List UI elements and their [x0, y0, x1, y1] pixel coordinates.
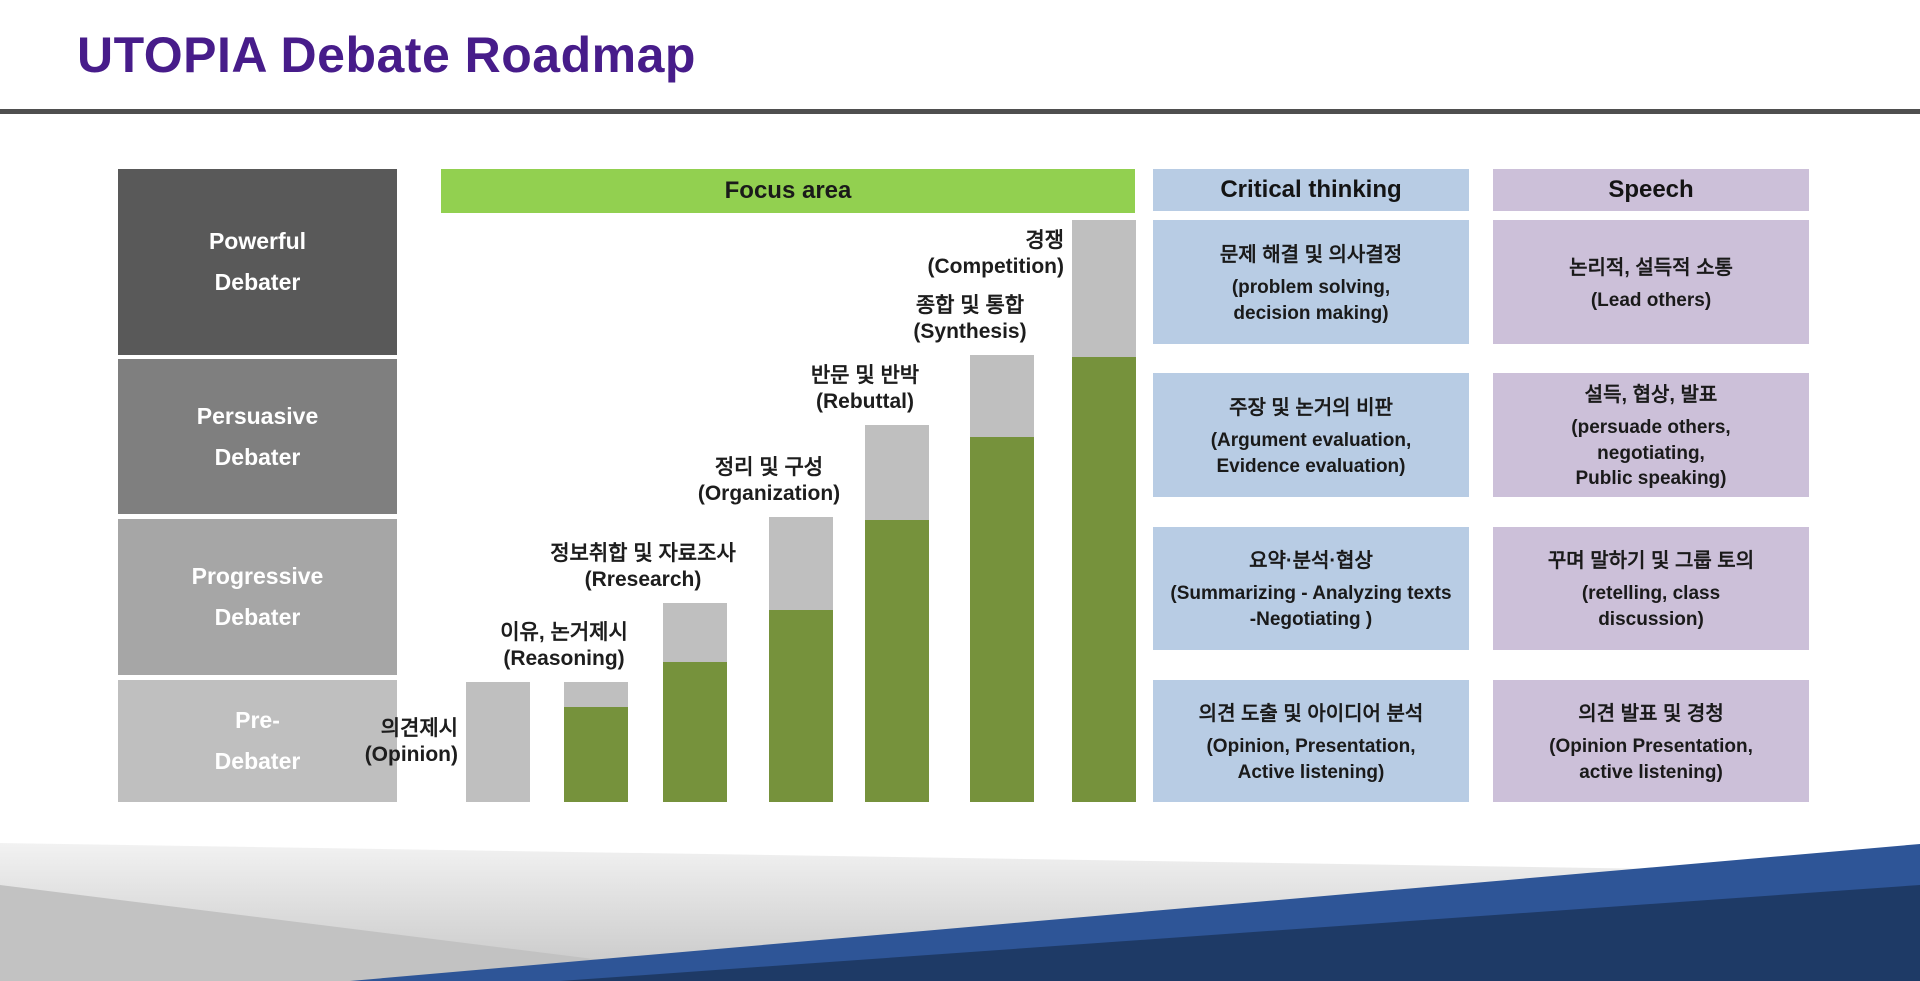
- bar-label-english: (Competition): [927, 255, 1064, 279]
- stage-pre-debater: Pre- Debater: [118, 680, 397, 802]
- focus-bar-fill: [564, 707, 628, 802]
- title-divider: [0, 109, 1920, 114]
- stage-label-line1: Persuasive: [196, 402, 319, 429]
- critical-thinking-box-4: 의견 도출 및 아이디어 분석 (Opinion, Presentation, …: [1153, 680, 1469, 802]
- box-english-text: (Opinion Presentation, active listening): [1549, 735, 1753, 783]
- box-korean-text: 의견 발표 및 경청: [1578, 702, 1724, 725]
- speech-box-1: 논리적, 설득적 소통 (Lead others): [1493, 220, 1809, 344]
- box-korean-text: 주장 및 논거의 비판: [1229, 396, 1393, 419]
- focus-bar-fill: [865, 520, 929, 802]
- stage-label-line1: Powerful: [208, 228, 307, 254]
- bar-label-korean: 경쟁: [1025, 229, 1064, 252]
- box-korean-text: 논리적, 설득적 소통: [1569, 256, 1733, 279]
- focus-bar-label: 종합 및 통합 (Synthesis): [870, 293, 1070, 346]
- critical-thinking-box-1: 문제 해결 및 의사결정 (problem solving, decision …: [1153, 220, 1469, 344]
- box-english-text: (problem solving, decision making): [1231, 276, 1391, 324]
- focus-bar-label: 의견제시 (Opinion): [238, 716, 458, 769]
- focus-bar-fill: [970, 437, 1034, 802]
- speech-box-4: 의견 발표 및 경청 (Opinion Presentation, active…: [1493, 680, 1809, 802]
- box-english-text: (persuade others, negotiating, Public sp…: [1571, 417, 1731, 490]
- focus-bar: [865, 425, 929, 802]
- stage-label-line2: Debater: [214, 604, 301, 630]
- bar-label-english: (Synthesis): [913, 320, 1027, 344]
- bar-label-english: (Rebuttal): [816, 390, 914, 414]
- bar-label-korean: 이유, 논거제시: [500, 621, 628, 644]
- box-korean-text: 설득, 협상, 발표: [1584, 384, 1718, 407]
- stage-label-line1: Pre-: [235, 707, 280, 733]
- bar-label-korean: 의견제시: [380, 717, 458, 740]
- box-korean-text: 꾸며 말하기 및 그룹 토의: [1547, 550, 1755, 573]
- critical-thinking-box-3: 요약·분석·협상 (Summarizing - Analyzing texts …: [1153, 527, 1469, 650]
- focus-bar: [466, 682, 530, 802]
- bar-label-english: (Rresearch): [584, 568, 702, 592]
- box-english-text: (Argument evaluation, Evidence evaluatio…: [1210, 429, 1412, 477]
- focus-bar-fill: [1072, 357, 1136, 802]
- focus-bar-label: 정보취합 및 자료조사 (Rresearch): [523, 541, 763, 594]
- focus-bar-label: 경쟁 (Competition): [844, 228, 1064, 281]
- speech-column: Speech 논리적, 설득적 소통 (Lead others) 설득, 협상,…: [1493, 0, 1809, 981]
- bar-label-korean: 반문 및 반박: [810, 364, 920, 387]
- stage-label-line2: Debater: [214, 443, 301, 470]
- speech-box-3: 꾸며 말하기 및 그룹 토의 (retelling, class discuss…: [1493, 527, 1809, 650]
- bar-label-english: (Reasoning): [503, 647, 625, 671]
- bar-label-english: (Organization): [697, 482, 841, 506]
- focus-bar-fill: [663, 662, 727, 802]
- focus-bar: [663, 603, 727, 802]
- stage-label-line2: Debater: [214, 269, 301, 295]
- focus-bar-label: 반문 및 반박 (Rebuttal): [765, 363, 965, 416]
- focus-bar-label: 정리 및 구성 (Organization): [669, 455, 869, 508]
- bar-label-korean: 종합 및 통합: [915, 294, 1025, 317]
- decoration-gray-wedge: [0, 885, 770, 981]
- focus-area-header: Focus area: [441, 169, 1135, 213]
- box-english-text: (Summarizing - Analyzing texts -Negotiat…: [1170, 583, 1452, 630]
- critical-thinking-column: Critical thinking 문제 해결 및 의사결정 (problem …: [1153, 0, 1469, 981]
- stage-label-line1: Progressive: [191, 563, 324, 589]
- stage-powerful-debater: Powerful Debater: [118, 169, 397, 355]
- focus-bar: [970, 355, 1034, 802]
- box-korean-text: 요약·분석·협상: [1249, 550, 1373, 573]
- critical-thinking-header: Critical thinking: [1153, 169, 1469, 211]
- bar-label-korean: 정리 및 구성: [714, 456, 824, 479]
- decoration-navy-wedge: [560, 885, 1920, 981]
- box-korean-text: 문제 해결 및 의사결정: [1219, 243, 1403, 266]
- box-english-text: (Lead others): [1590, 289, 1712, 311]
- focus-bar-fill: [769, 610, 833, 802]
- speech-header: Speech: [1493, 169, 1809, 211]
- critical-thinking-box-2: 주장 및 논거의 비판 (Argument evaluation, Eviden…: [1153, 373, 1469, 497]
- focus-bar: [769, 517, 833, 802]
- box-korean-text: 의견 도출 및 아이디어 분석: [1198, 702, 1424, 725]
- bottom-decoration: [0, 843, 1920, 981]
- stage-label-line2: Debater: [214, 748, 301, 774]
- stage-progressive-debater: Progressive Debater: [118, 519, 397, 675]
- focus-bar: [1072, 220, 1136, 802]
- stage-persuasive-debater: Persuasive Debater: [118, 359, 397, 514]
- bar-label-korean: 정보취합 및 자료조사: [550, 542, 736, 565]
- speech-box-2: 설득, 협상, 발표 (persuade others, negotiating…: [1493, 373, 1809, 497]
- bar-label-english: (Opinion): [364, 743, 458, 767]
- box-english-text: (Opinion, Presentation, Active listening…: [1206, 735, 1416, 783]
- box-english-text: (retelling, class discussion): [1581, 583, 1721, 630]
- page-title: UTOPIA Debate Roadmap: [77, 27, 696, 83]
- focus-bar: [564, 682, 628, 802]
- focus-bar-label: 이유, 논거제시 (Reasoning): [464, 620, 664, 673]
